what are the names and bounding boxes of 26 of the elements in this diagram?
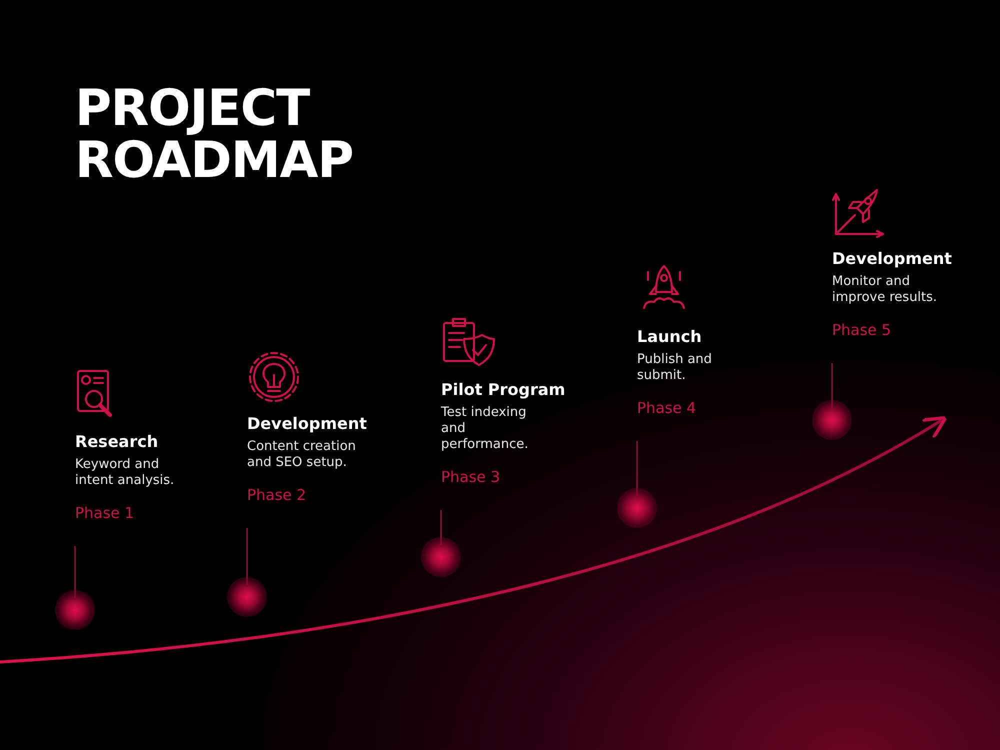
phase-label: Phase 2 bbox=[247, 486, 306, 504]
glow-dot bbox=[421, 537, 461, 577]
step-heading: Development bbox=[832, 249, 952, 268]
phase-label: Phase 1 bbox=[75, 504, 134, 522]
leader-line bbox=[831, 363, 833, 408]
phase-label: Phase 4 bbox=[637, 399, 696, 417]
leader-line bbox=[636, 441, 638, 496]
step-description: Content creation and SEO setup. bbox=[247, 439, 357, 471]
step-heading: Development bbox=[247, 414, 367, 433]
leader-line bbox=[246, 528, 248, 585]
step-heading: Launch bbox=[637, 327, 702, 346]
step-heading: Pilot Program bbox=[441, 380, 566, 399]
step-description: Monitor and improve results. bbox=[832, 274, 938, 306]
step-description: Test indexing and performance. bbox=[441, 405, 530, 453]
leader-line bbox=[440, 510, 442, 545]
glow-dot bbox=[55, 590, 95, 630]
step-heading: Research bbox=[75, 432, 158, 451]
leader-line bbox=[74, 546, 76, 598]
title-text: PROJECT ROADMAP bbox=[75, 82, 354, 186]
glow-dot bbox=[227, 577, 267, 617]
step-description: Publish and submit. bbox=[637, 352, 713, 384]
phase-label: Phase 3 bbox=[441, 468, 500, 486]
phase-label: Phase 5 bbox=[832, 321, 892, 339]
glow-dot bbox=[617, 488, 657, 528]
step-description: Keyword and intent analysis. bbox=[75, 457, 176, 489]
glow-dot bbox=[812, 400, 852, 440]
